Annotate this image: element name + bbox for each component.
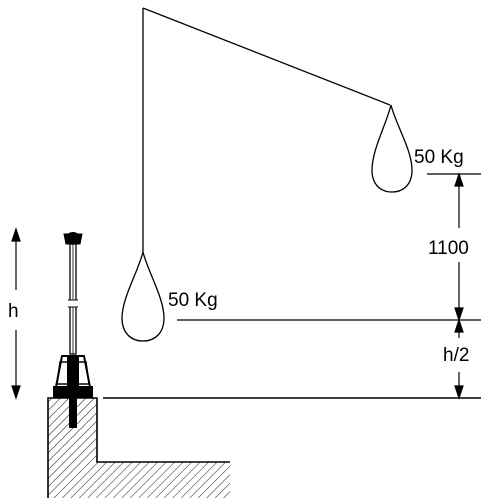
half-height-label: h/2	[443, 345, 469, 366]
post-height-dimension	[11, 227, 21, 400]
upper-weight-label: 50 Kg	[414, 147, 464, 168]
drop-height-dimension	[454, 172, 464, 322]
lower-weight	[121, 251, 165, 342]
upper-weight	[371, 104, 413, 193]
lower-weight-label: 50 Kg	[168, 290, 218, 311]
half-height-dimension	[454, 318, 464, 400]
post-height-label: h	[8, 301, 19, 322]
ground-base	[47, 397, 230, 498]
drop-height-label: 1100	[428, 238, 469, 259]
post-assembly	[53, 232, 93, 428]
pendulum-rope	[142, 7, 391, 252]
